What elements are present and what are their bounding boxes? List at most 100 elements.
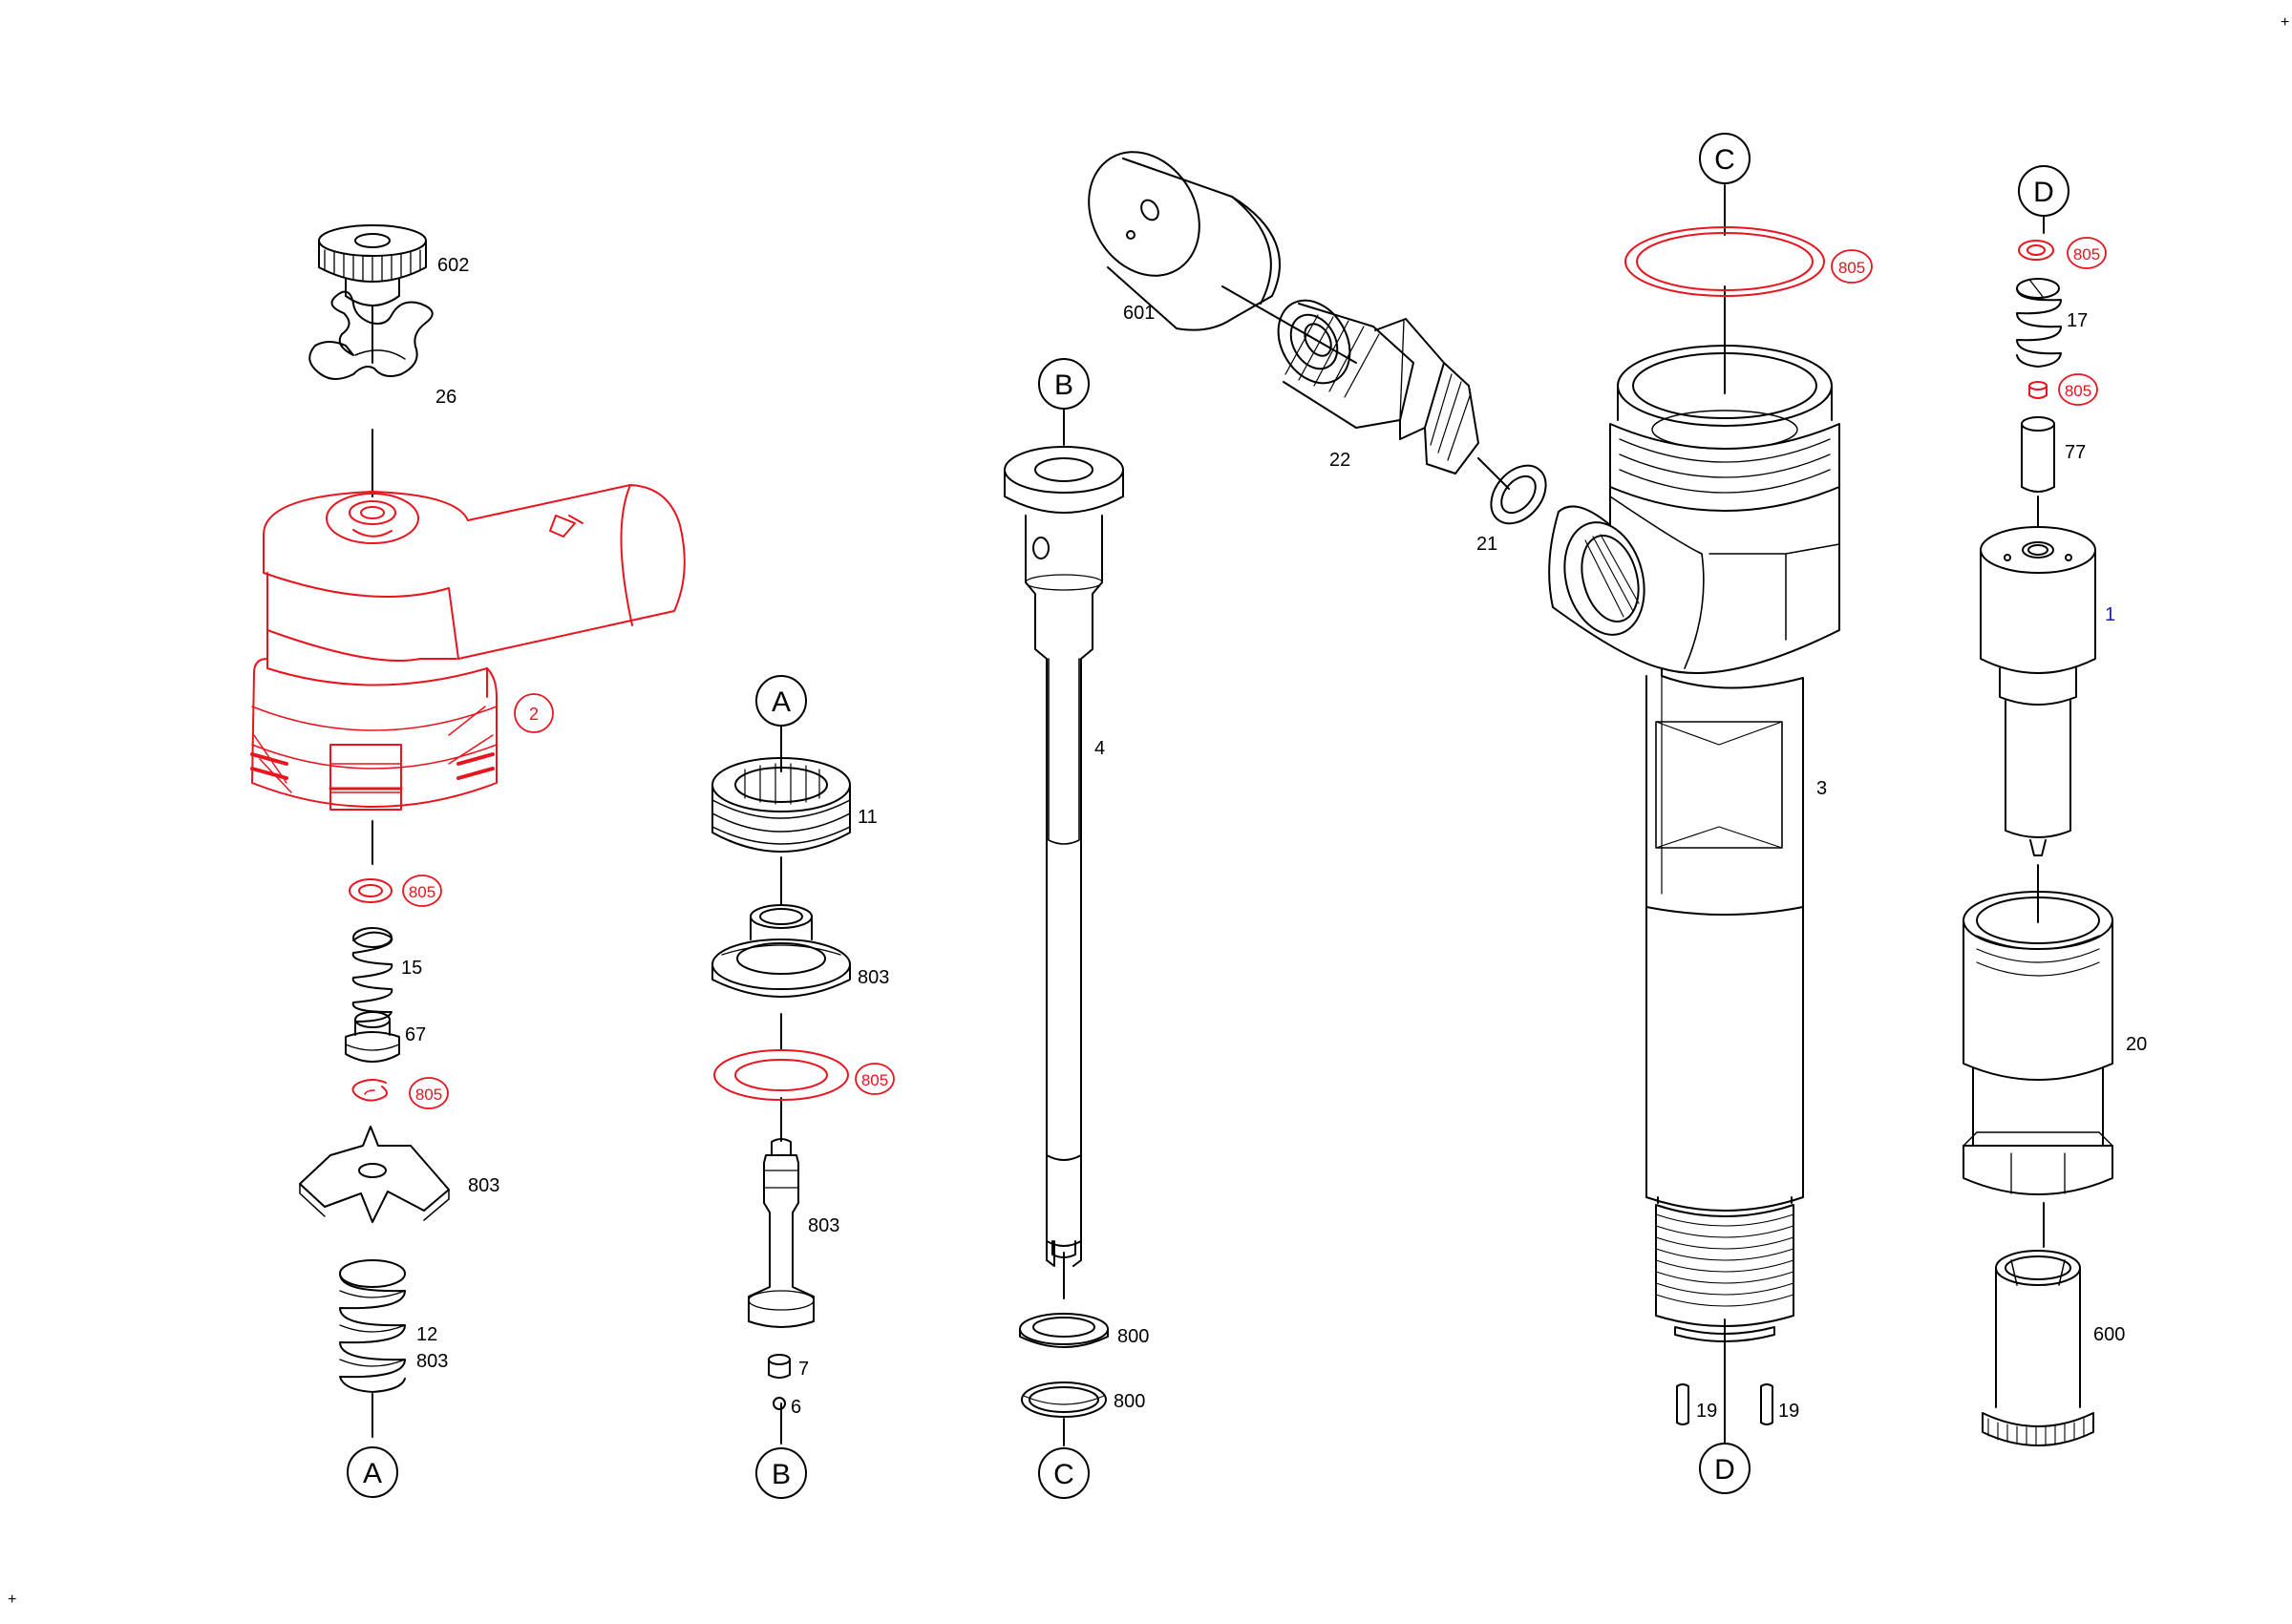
label-800: 800: [1117, 1326, 1149, 1347]
label-67: 67: [405, 1024, 426, 1045]
label-800: 800: [1114, 1391, 1145, 1412]
column-1-assembly: 602 26: [250, 224, 686, 1498]
part-26-wire-clip[interactable]: [308, 290, 434, 380]
part-67-armature[interactable]: [345, 1011, 400, 1063]
corner-mark-top-right: +: [2281, 14, 2289, 31]
label-26: 26: [435, 387, 456, 408]
label-6: 6: [791, 1397, 801, 1418]
label-803: 803: [416, 1351, 448, 1372]
connector-label: B: [772, 1459, 791, 1490]
part-601-protective-cap[interactable]: [1067, 132, 1281, 331]
label-601: 601: [1123, 303, 1155, 324]
connector-C-bottom[interactable]: C: [1038, 1447, 1090, 1499]
part-803-valve-seat[interactable]: [711, 904, 851, 998]
callout-805-b[interactable]: 805: [409, 1077, 449, 1109]
connector-A-top[interactable]: A: [755, 675, 807, 727]
label-805: 805: [409, 883, 435, 901]
label-805: 805: [1838, 259, 1865, 277]
part-7-sleeve[interactable]: [768, 1354, 791, 1379]
axis-line: [1477, 457, 1510, 490]
part-805-seal-upper[interactable]: [349, 878, 393, 903]
label-4: 4: [1094, 738, 1105, 759]
connector-D-top[interactable]: D: [2018, 165, 2069, 217]
label-3: 3: [1816, 778, 1827, 799]
part-21-sealing-washer[interactable]: [1477, 455, 1557, 535]
label-15: 15: [401, 958, 422, 979]
part-77-spacer-sleeve[interactable]: [2021, 416, 2055, 493]
part-3-injector-body[interactable]: [1548, 345, 1840, 1342]
label-12: 12: [416, 1324, 437, 1345]
label-20: 20: [2126, 1034, 2147, 1055]
connector-label: C: [1714, 144, 1735, 176]
part-600-nozzle-protection-sleeve[interactable]: [1982, 1250, 2094, 1446]
part-11-threaded-nut[interactable]: [711, 757, 851, 853]
callout-805-f[interactable]: 805: [2058, 373, 2098, 406]
label-77: 77: [2065, 442, 2086, 463]
label-11: 11: [858, 807, 878, 828]
part-602-knurled-cap[interactable]: [318, 224, 427, 306]
inlet-assembly: 601 22 21: [1067, 132, 1557, 555]
connector-D-bottom[interactable]: D: [1699, 1443, 1751, 1494]
connector-A-bottom[interactable]: A: [347, 1446, 398, 1498]
part-19-dowel-pin-left[interactable]: [1676, 1383, 1689, 1425]
label-21: 21: [1476, 534, 1497, 555]
label-803: 803: [858, 967, 889, 988]
part-803-valve-pin[interactable]: [748, 1138, 815, 1328]
part-805-body-seal[interactable]: [1624, 226, 1825, 297]
column-4-assembly: C 805: [1548, 133, 1873, 1494]
label-805: 805: [2065, 382, 2091, 400]
connector-B-top[interactable]: B: [1038, 358, 1090, 410]
connector-label: A: [772, 686, 791, 718]
part-15-spring[interactable]: [351, 927, 393, 1023]
connector-label: A: [363, 1458, 382, 1489]
label-19: 19: [1696, 1401, 1717, 1422]
part-19-dowel-pin-right[interactable]: [1760, 1383, 1773, 1425]
connector-label: B: [1054, 369, 1073, 401]
column-2-assembly: A 11 803 805: [711, 675, 895, 1499]
part-17-nozzle-spring[interactable]: [2016, 278, 2062, 368]
part-1-nozzle[interactable]: [1980, 496, 2096, 856]
callout-805-d[interactable]: 805: [1831, 249, 1873, 284]
label-803: 803: [468, 1175, 499, 1196]
label-805: 805: [415, 1086, 442, 1104]
label-19: 19: [1778, 1401, 1799, 1422]
connector-label: D: [1714, 1454, 1735, 1486]
label-602: 602: [437, 255, 469, 276]
part-2-solenoid[interactable]: [250, 484, 686, 811]
part-12-spring[interactable]: [339, 1259, 406, 1393]
part-803-shim-star[interactable]: [299, 1126, 450, 1223]
part-800-ring-upper[interactable]: [1019, 1313, 1109, 1348]
part-805-clip-lower[interactable]: [351, 1079, 388, 1102]
axis-line: [1221, 285, 1357, 364]
callout-2[interactable]: 2: [514, 693, 554, 733]
label-22: 22: [1329, 450, 1350, 471]
connector-label: D: [2033, 177, 2054, 208]
part-6-ball[interactable]: [773, 1397, 786, 1410]
callout-805-e[interactable]: 805: [2067, 237, 2107, 269]
part-805-washer[interactable]: [713, 1049, 849, 1101]
corner-mark-bottom-left: +: [8, 1592, 16, 1608]
callout-805-a[interactable]: 805: [402, 875, 442, 907]
label-803: 803: [808, 1215, 839, 1236]
label-805: 805: [2073, 245, 2100, 264]
column-5-assembly: D 805 17 805 7: [1963, 165, 2147, 1446]
part-800-ring-lower[interactable]: [1021, 1381, 1107, 1418]
connector-label: C: [1053, 1459, 1074, 1490]
part-805-nozzle-seal-lower[interactable]: [2028, 381, 2048, 399]
label-7: 7: [798, 1359, 809, 1380]
label-2: 2: [529, 705, 539, 724]
column-3-assembly: B 4 800 800: [1004, 358, 1149, 1499]
callout-805-c[interactable]: 805: [855, 1063, 895, 1095]
label-600: 600: [2093, 1324, 2125, 1345]
part-22-edge-filter-fitting[interactable]: [1221, 285, 1479, 475]
label-17: 17: [2067, 310, 2088, 331]
part-4-valve-rod[interactable]: [1004, 446, 1124, 1267]
connector-C-top[interactable]: C: [1699, 133, 1751, 184]
label-805: 805: [861, 1071, 888, 1089]
label-1: 1: [2105, 604, 2115, 625]
connector-B-bottom[interactable]: B: [755, 1447, 807, 1499]
part-20-nozzle-retaining-nut[interactable]: [1963, 864, 2113, 1195]
part-805-nozzle-seal-upper[interactable]: [2018, 240, 2054, 261]
